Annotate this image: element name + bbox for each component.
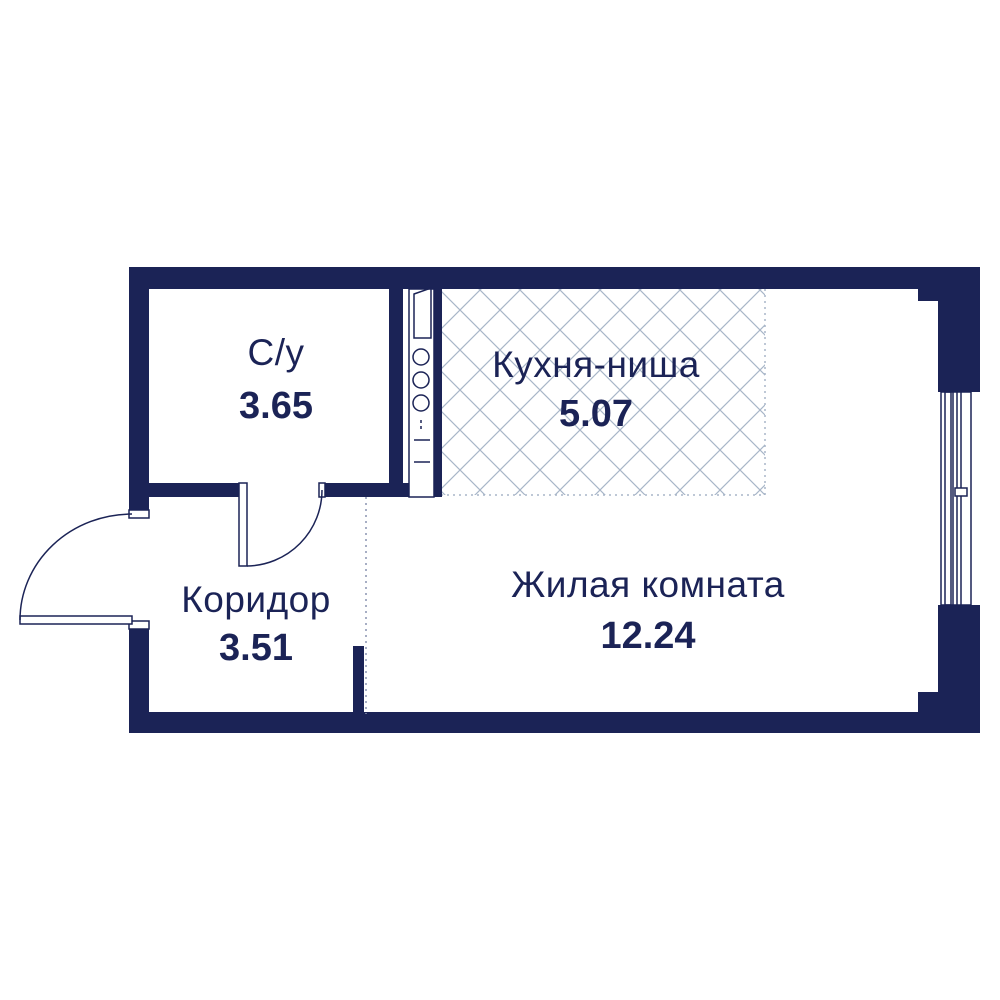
room-name-bathroom: С/у (248, 332, 305, 373)
left-wall-lower (129, 625, 149, 733)
room-name-living: Жилая комната (511, 564, 785, 605)
kitchen-area-hatch (440, 289, 766, 496)
room-area-living: 12.24 (600, 615, 695, 657)
right-wall-upper-inner (938, 267, 980, 392)
right-wall-lower-inner (918, 692, 980, 733)
top-wall (129, 267, 980, 289)
window (940, 391, 972, 606)
burner-icon (412, 348, 430, 366)
room-label-corridor: Коридор 3.51 (181, 579, 331, 669)
room-area-bathroom: 3.65 (239, 385, 313, 427)
room-label-kitchen: Кухня-ниша 5.07 (492, 344, 700, 435)
room-label-living: Жилая комната 12.24 (511, 564, 785, 657)
bathroom-right-wall (389, 289, 403, 497)
burner-icon (412, 394, 430, 412)
left-wall-upper (129, 267, 149, 514)
bottom-wall (129, 712, 980, 733)
room-name-kitchen: Кухня-ниша (492, 344, 700, 385)
room-label-bathroom: С/у 3.65 (239, 332, 313, 427)
room-name-corridor: Коридор (181, 579, 331, 620)
bathroom-door (238, 482, 326, 567)
corridor-partition (353, 646, 364, 714)
bathroom-bottom-wall-left (149, 483, 239, 497)
entrance-door (19, 509, 150, 630)
room-area-kitchen: 5.07 (559, 393, 633, 435)
burner-icon (412, 371, 430, 389)
cooktop (408, 286, 435, 498)
kitchen-unit-wall (434, 289, 442, 497)
room-area-corridor: 3.51 (219, 627, 293, 669)
